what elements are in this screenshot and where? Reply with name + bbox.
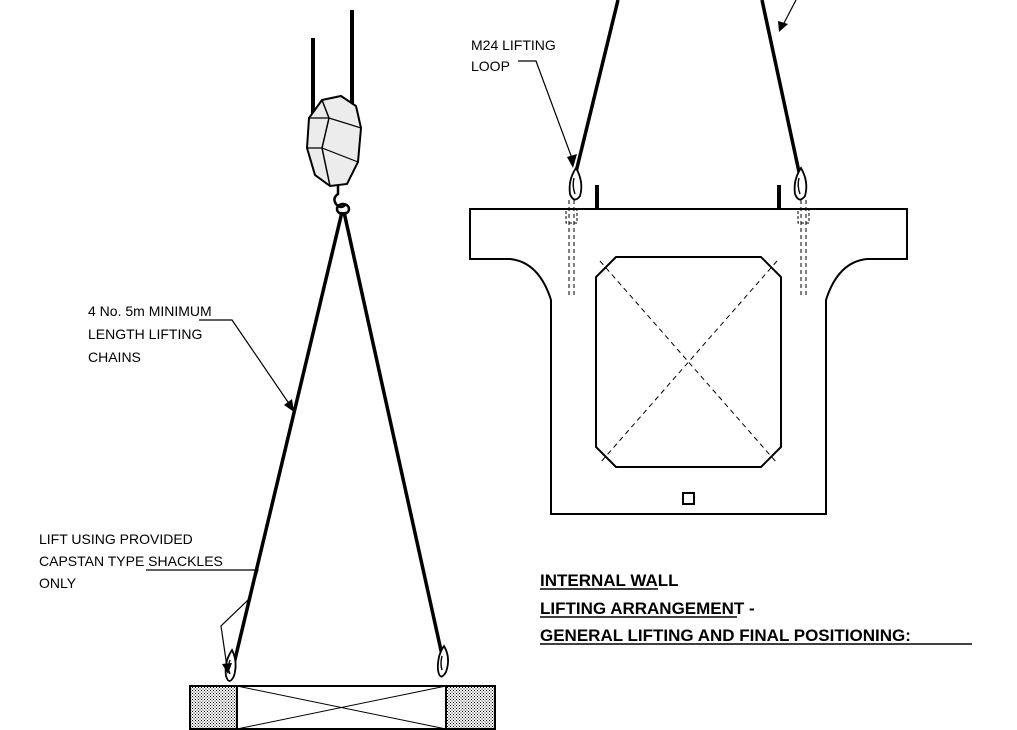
label-chains-line-1: 4 No. 5m MINIMUM xyxy=(88,303,212,319)
lifting-loop-left xyxy=(568,166,583,201)
chain-right xyxy=(342,211,446,665)
title-line-1: INTERNAL WALL xyxy=(540,571,679,590)
crane-block-facet-3 xyxy=(307,147,359,163)
label-shackles-line-1: LIFT USING PROVIDED xyxy=(39,531,193,547)
drain-opening xyxy=(682,492,695,505)
section-chain-left xyxy=(574,0,620,173)
label-chains-line-3: CHAINS xyxy=(88,349,141,365)
label-shackles-line-3: ONLY xyxy=(39,575,77,591)
label-lifting-loop-line-2: LOOP xyxy=(471,58,510,74)
crane-block xyxy=(305,94,363,188)
label-lifting-loop-line-1: M24 LIFTING xyxy=(471,37,556,53)
wall-end-hatched-left xyxy=(189,685,238,730)
chain-left xyxy=(230,211,344,673)
leader-chain-top xyxy=(778,0,797,32)
title-line-2: LIFTING ARRANGEMENT - xyxy=(540,599,755,618)
crane-block-facet xyxy=(321,99,331,187)
crane-hook-assembly xyxy=(305,10,363,216)
label-shackles-line-2: CAPSTAN TYPE SHACKLES xyxy=(39,553,223,569)
title-line-3: GENERAL LIFTING AND FINAL POSITIONING: xyxy=(540,626,911,645)
crane-block-facet-2 xyxy=(309,117,362,129)
lifting-chains xyxy=(230,211,446,673)
section-chain-right xyxy=(760,0,801,173)
leader-shackles xyxy=(146,569,259,674)
embedded-anchor-left xyxy=(565,200,578,298)
label-chains-line-2: LENGTH LIFTING xyxy=(88,326,202,342)
lifting-loop-right xyxy=(793,166,808,201)
section-chains xyxy=(574,0,801,173)
crane-hook xyxy=(333,186,347,209)
wall-end-hatched-right xyxy=(445,685,496,730)
leader-lifting-loop xyxy=(518,60,577,168)
drawing-title: INTERNAL WALL LIFTING ARRANGEMENT - GENE… xyxy=(540,571,972,645)
internal-wall-unit-plan xyxy=(189,685,496,730)
shackle-right xyxy=(436,644,449,678)
label-chains: 4 No. 5m MINIMUM LENGTH LIFTING CHAINS xyxy=(88,303,212,365)
precast-section xyxy=(469,185,908,515)
label-lifting-loop: M24 LIFTING LOOP xyxy=(471,37,556,74)
wall-body-cross-2 xyxy=(236,685,447,730)
embedded-anchor-right xyxy=(797,200,810,298)
leader-chains xyxy=(199,319,294,412)
label-shackles: LIFT USING PROVIDED CAPSTAN TYPE SHACKLE… xyxy=(39,531,223,591)
